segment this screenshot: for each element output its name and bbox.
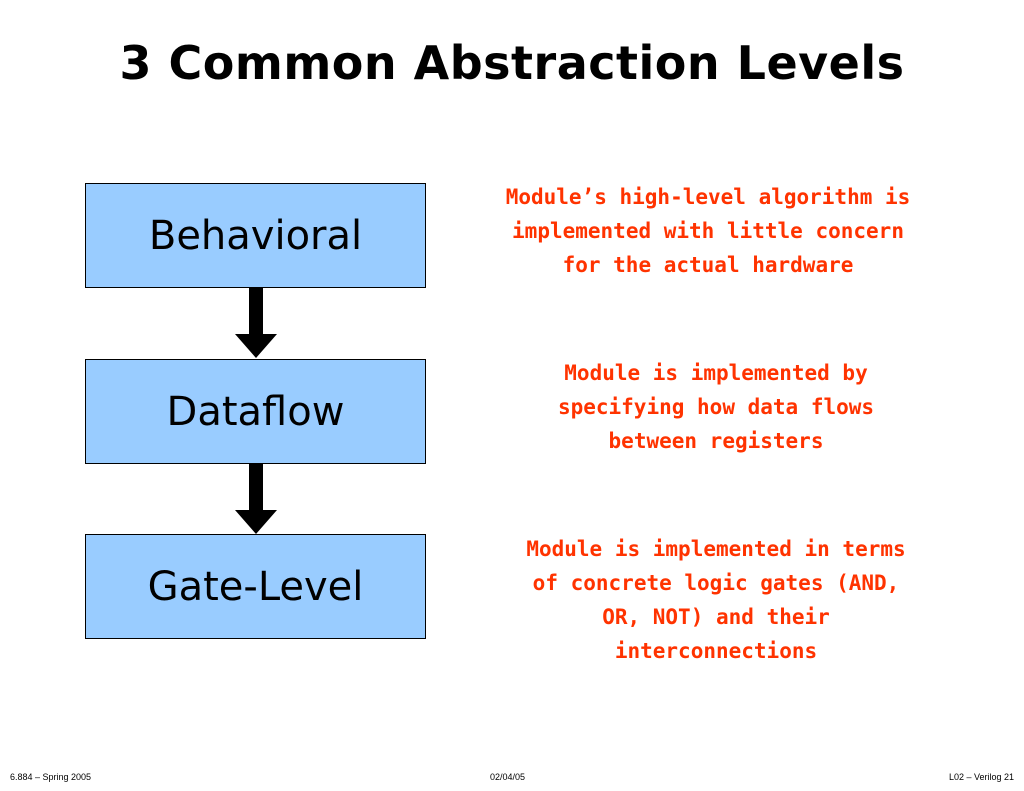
gate-level-box: Gate-Level (85, 534, 426, 639)
description-line: specifying how data flows (557, 395, 875, 419)
footer-course: 6.884 – Spring 2005 (10, 772, 92, 782)
description-line: implemented with little concern (512, 219, 904, 243)
gate-level-description: Module is implemented in terms of concre… (481, 532, 951, 668)
description-line: interconnections (614, 639, 818, 663)
down-arrow-icon (235, 288, 277, 358)
description-line: OR, NOT) and their (602, 605, 830, 629)
description-line: for the actual hardware (562, 253, 854, 277)
behavioral-description: Module’s high-level algorithm is impleme… (473, 180, 943, 282)
gate-level-label: Gate-Level (147, 563, 364, 610)
footer-slide-number: L02 – Verilog 21 (948, 772, 1014, 782)
description-line: between registers (608, 429, 824, 453)
dataflow-description: Module is implemented by specifying how … (481, 356, 951, 458)
behavioral-level-box: Behavioral (85, 183, 426, 288)
description-line: Module’s high-level algorithm is (505, 185, 911, 209)
dataflow-level-box: Dataflow (85, 359, 426, 464)
description-line: Module is implemented in terms (526, 537, 906, 561)
footer-date: 02/04/05 (490, 772, 526, 782)
dataflow-level-label: Dataflow (166, 388, 345, 435)
slide-title: 3 Common Abstraction Levels (119, 36, 905, 90)
description-line: of concrete logic gates (AND, (532, 571, 900, 595)
description-line: Module is implemented by (564, 361, 868, 385)
down-arrow-icon (235, 464, 277, 534)
behavioral-level-label: Behavioral (148, 212, 363, 259)
